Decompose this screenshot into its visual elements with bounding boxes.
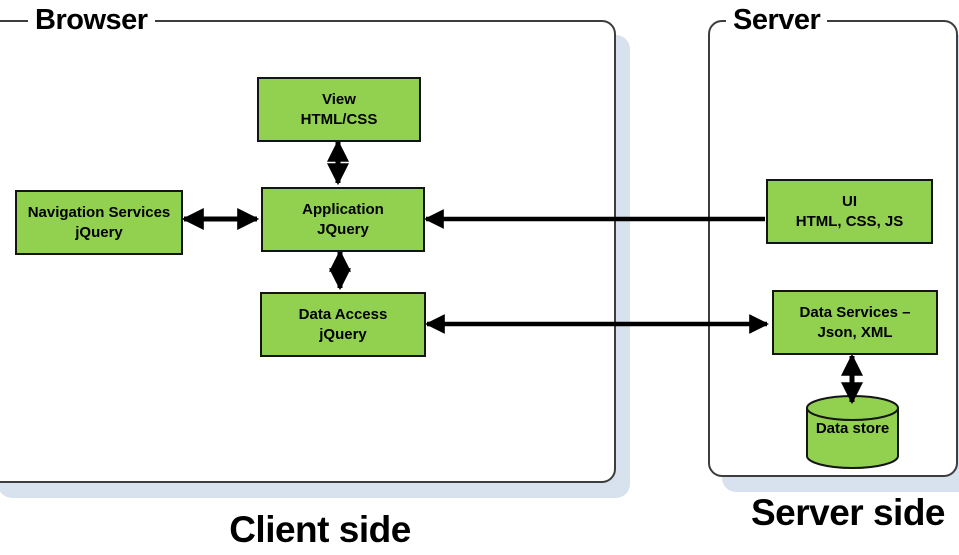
node-navigation-line2: jQuery: [75, 223, 123, 241]
node-application-line1: Application: [302, 200, 384, 218]
node-ui-line1: UI: [842, 192, 857, 210]
node-ui-line2: HTML, CSS, JS: [795, 212, 904, 230]
node-view-line2: HTML/CSS: [300, 110, 378, 128]
node-data-services-line2: Json, XML: [817, 323, 893, 341]
node-ui: UI HTML, CSS, JS: [766, 179, 933, 244]
node-data-access-line1: Data Access: [298, 305, 388, 323]
data-store-cylinder: [805, 394, 900, 472]
node-navigation-line1: Navigation Services: [27, 203, 171, 221]
node-navigation-services: Navigation Services jQuery: [15, 190, 183, 255]
node-view-line1: View: [322, 90, 356, 108]
data-store-label: Data store: [815, 420, 890, 437]
node-view: View HTML/CSS: [257, 77, 421, 142]
server-container: [708, 20, 958, 477]
server-container-label: Server: [726, 5, 828, 36]
client-side-caption: Client side: [229, 509, 411, 550]
node-application-line2: JQuery: [317, 220, 369, 238]
node-data-access-line2: jQuery: [319, 325, 367, 343]
browser-container: [0, 20, 616, 483]
node-data-services: Data Services – Json, XML: [772, 290, 938, 355]
server-side-caption: Server side: [750, 492, 946, 533]
node-application: Application JQuery: [261, 187, 425, 252]
node-data-services-line1: Data Services –: [799, 303, 911, 321]
node-data-access: Data Access jQuery: [260, 292, 426, 357]
browser-container-label: Browser: [28, 5, 155, 36]
